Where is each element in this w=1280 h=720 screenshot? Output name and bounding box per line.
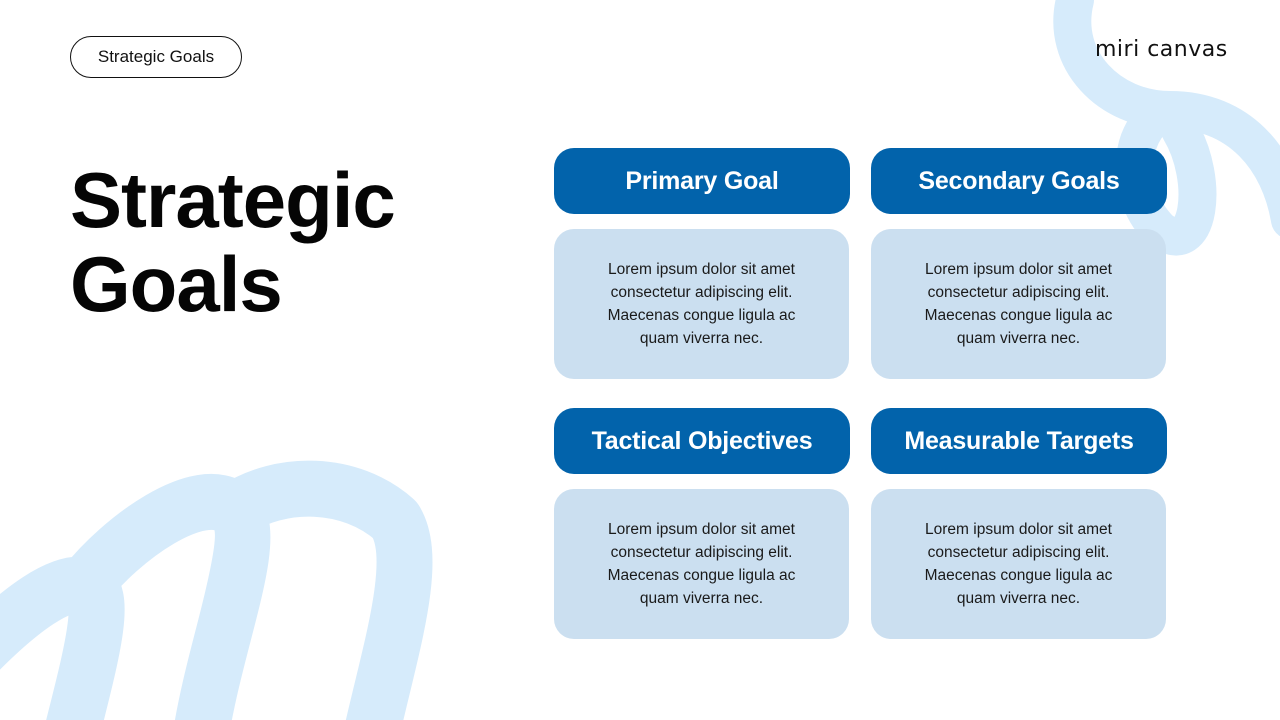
- card-body-tactical-objectives: Lorem ipsum dolor sit amet consectetur a…: [554, 489, 849, 639]
- page-title: Strategic Goals: [70, 158, 510, 326]
- card-body-primary-goal: Lorem ipsum dolor sit amet consectetur a…: [554, 229, 849, 379]
- brand-logo: miri canvas: [1095, 36, 1228, 62]
- card-body-measurable-targets: Lorem ipsum dolor sit amet consectetur a…: [871, 489, 1166, 639]
- card-header-secondary-goals: Secondary Goals: [871, 148, 1167, 214]
- card-body-secondary-goals: Lorem ipsum dolor sit amet consectetur a…: [871, 229, 1166, 379]
- card-header-tactical-objectives: Tactical Objectives: [554, 408, 850, 474]
- title-line-2: Goals: [70, 240, 283, 328]
- section-tag-pill: Strategic Goals: [70, 36, 242, 78]
- card-header-measurable-targets: Measurable Targets: [871, 408, 1167, 474]
- card-header-primary-goal: Primary Goal: [554, 148, 850, 214]
- title-line-1: Strategic: [70, 156, 396, 244]
